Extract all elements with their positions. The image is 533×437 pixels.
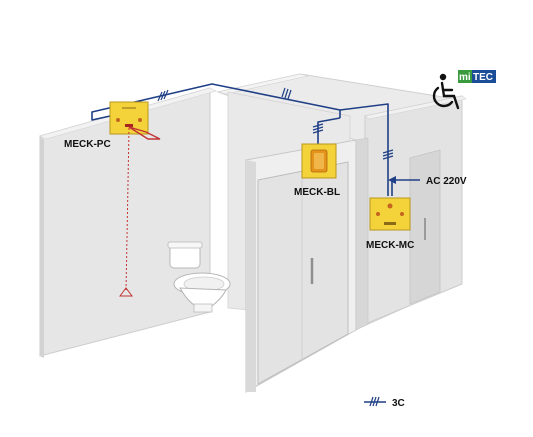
wire-ceiling-to-mc — [339, 103, 389, 196]
wiring-harness — [91, 83, 420, 196]
meck-bl-device — [301, 143, 337, 179]
legend-3c: 3C — [364, 396, 405, 409]
label-meck-pc: MECK-PC — [64, 139, 111, 150]
label-meck-mc: MECK-MC — [366, 240, 414, 251]
label-ac-supply: AC 220V — [426, 176, 467, 187]
left-wall-edge — [40, 136, 44, 358]
legend-3c-label: 3C — [392, 398, 405, 409]
cubicle-frame-left-post — [246, 160, 256, 392]
logo-tec: TEC — [473, 72, 493, 83]
wire-pc-to-ceiling — [91, 83, 341, 121]
pull-cord-icon — [119, 126, 161, 297]
logo-mi: mi — [459, 72, 471, 83]
wheelchair-icon — [432, 73, 460, 110]
mitec-logo: mi TEC — [458, 70, 496, 83]
toilet-icon — [167, 241, 231, 313]
right-room-top — [364, 95, 467, 120]
wire-ceiling-to-bl — [317, 117, 341, 144]
label-meck-bl: MECK-BL — [294, 187, 340, 198]
cubicle-side-panel — [355, 137, 369, 331]
cable-3c-marks — [157, 87, 394, 160]
meck-mc-device — [369, 197, 411, 231]
ac-supply-arrow — [388, 176, 396, 184]
